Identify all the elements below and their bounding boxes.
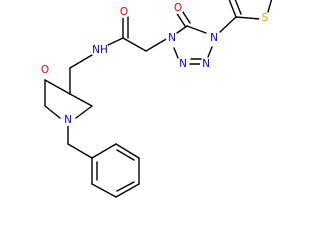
bond: [107, 37, 124, 46]
thiophene-sulfur: S: [262, 12, 269, 24]
molecule-structure: O N NH O O N N N N S: [39, 0, 273, 198]
bond: [91, 143, 117, 159]
tetrazole-nitrogen-1: N: [168, 32, 176, 44]
bond: [176, 25, 188, 34]
bond: [267, 0, 273, 13]
bond: [67, 143, 93, 159]
tetrazole-nitrogen-4: N: [210, 32, 218, 44]
bond: [228, 0, 237, 18]
bond: [75, 105, 93, 119]
bond: [115, 143, 140, 159]
amide-nitrogen: NH: [92, 44, 108, 56]
bond: [91, 183, 117, 198]
tetrazole-nitrogen-3: N: [202, 58, 210, 70]
bond: [219, 16, 237, 33]
atom-label-layer: O N NH O O N N N N S: [39, 2, 271, 126]
bond: [234, 0, 242, 15]
bond: [207, 46, 213, 58]
bond: [186, 25, 207, 34]
bond: [235, 16, 261, 20]
amide-oxygen: O: [120, 6, 128, 18]
bond: [145, 37, 169, 52]
bond: [69, 54, 93, 69]
morpholine-nitrogen: N: [64, 114, 72, 126]
bond: [44, 79, 71, 95]
bond: [122, 37, 147, 52]
bond: [175, 11, 186, 27]
bond-layer: [44, 0, 273, 198]
bond: [69, 93, 93, 107]
morpholine-oxygen: O: [41, 64, 49, 76]
bond: [116, 149, 135, 161]
bond: [115, 183, 140, 198]
bond: [173, 47, 179, 59]
bond: [44, 105, 61, 119]
tetrazole-nitrogen-2: N: [179, 58, 187, 70]
tetrazolone-oxygen: O: [174, 2, 182, 14]
bond: [116, 181, 135, 192]
